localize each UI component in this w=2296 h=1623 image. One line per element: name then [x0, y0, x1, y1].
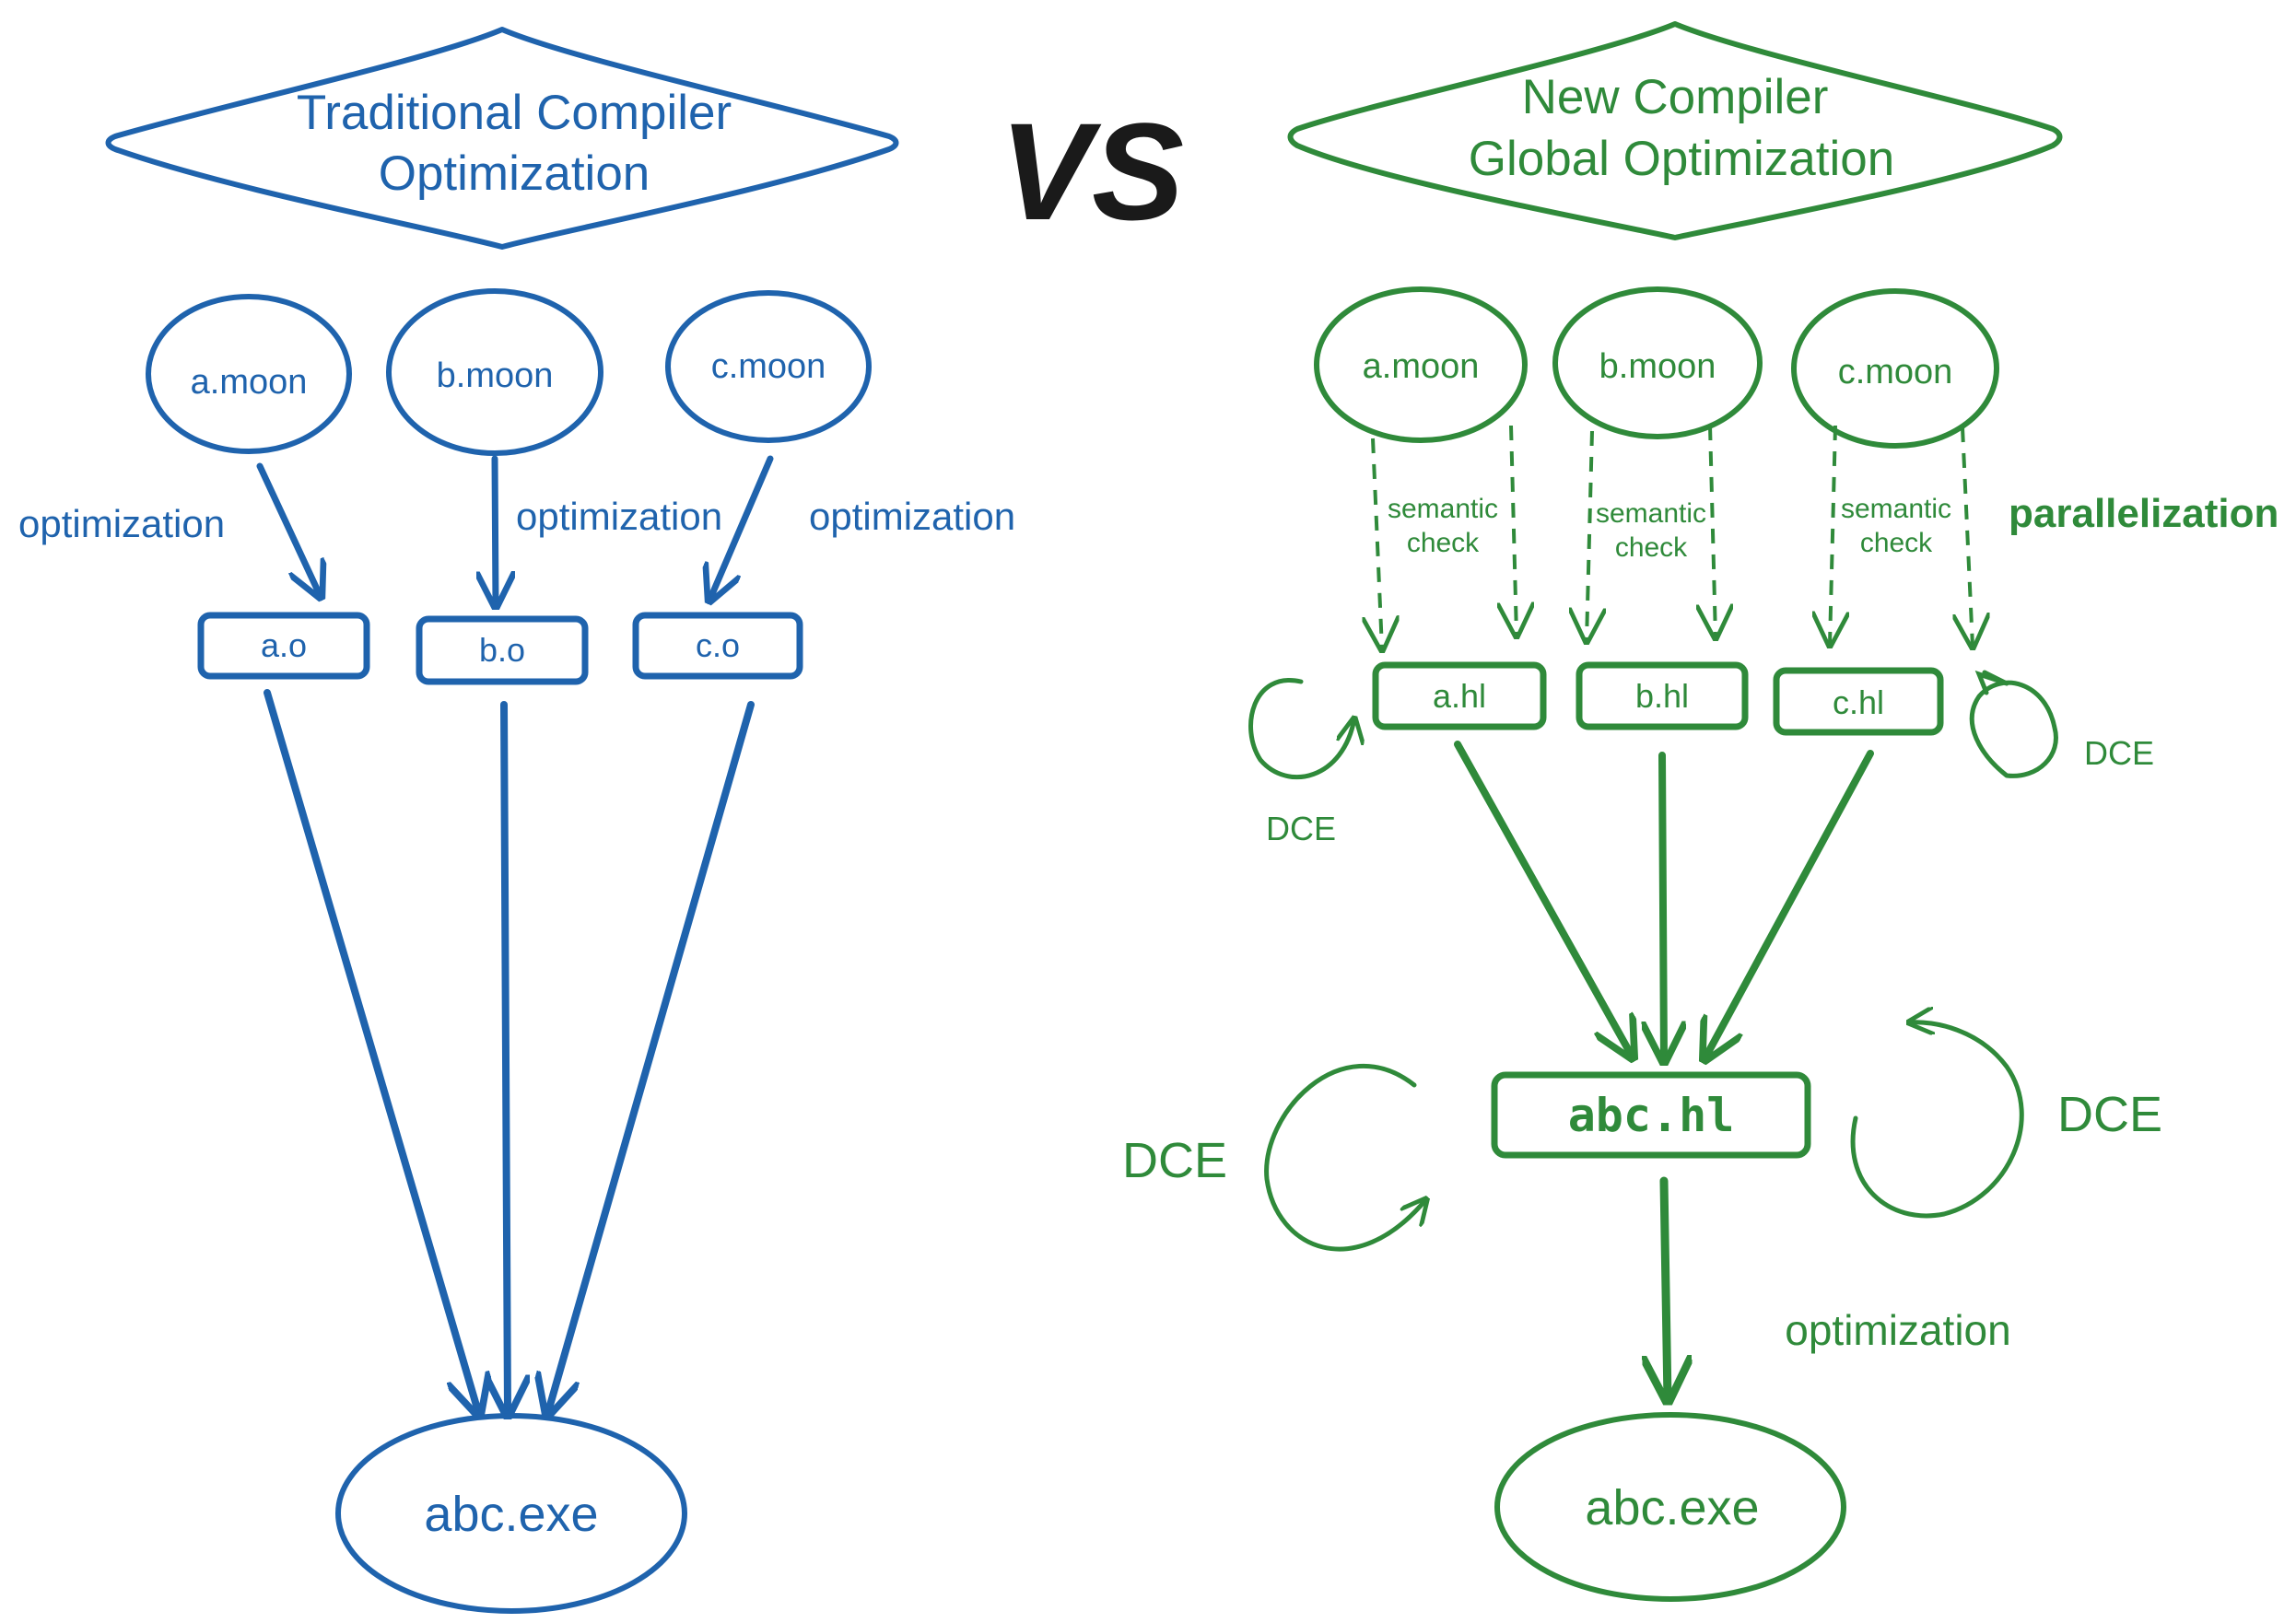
- hl-file-node: c.hl: [1773, 667, 1944, 736]
- traditional-section: Traditional Compiler Optimization a.moon…: [18, 27, 1015, 1614]
- dce-loop-arrow: [1969, 680, 2058, 778]
- hl-file-label: b.hl: [1635, 677, 1689, 715]
- semantic-check-arrow: [1830, 425, 1835, 645]
- traditional-title-line1: Traditional Compiler: [297, 86, 732, 140]
- object-file-label: b.o: [479, 631, 525, 669]
- dce-label: DCE: [1266, 810, 1336, 847]
- new-title-line2: Global Optimization: [1469, 132, 1894, 186]
- semantic-check-arrow: [1710, 425, 1716, 637]
- executable-node: abc.exe: [335, 1413, 687, 1614]
- vs-label: VS: [1000, 94, 1184, 249]
- semantic-check-arrow: [1373, 438, 1382, 649]
- traditional-title-diamond: [105, 27, 899, 250]
- object-file-label: a.o: [261, 626, 307, 664]
- source-label: c.moon: [711, 347, 826, 386]
- merged-hl-node: abc.hl: [1491, 1071, 1811, 1159]
- executable-label: abc.exe: [424, 1487, 598, 1542]
- semantic-check-arrow: [1587, 430, 1592, 641]
- source-label: b.moon: [437, 356, 554, 395]
- merged-hl-label: abc.hl: [1568, 1089, 1735, 1142]
- object-file-node: b.o: [416, 615, 589, 685]
- parallelization-label: parallelization: [2009, 491, 2278, 536]
- hl-file-node: b.hl: [1576, 661, 1749, 730]
- optimization-arrow: [1664, 1176, 1668, 1400]
- object-file-node: a.o: [197, 612, 370, 680]
- object-file-node: c.o: [632, 612, 803, 680]
- semantic-check-label: semantic: [1388, 494, 1498, 524]
- semantic-check-label: check: [1407, 528, 1480, 558]
- link-arrow: [264, 689, 479, 1415]
- optimization-arrow: [709, 455, 774, 601]
- executable-node: abc.exe: [1494, 1412, 1846, 1602]
- executable-label: abc.exe: [1585, 1480, 1759, 1535]
- source-node: c.moon: [665, 290, 872, 443]
- dce-loop-arrow: [1248, 678, 1354, 780]
- semantic-check-label: check: [1860, 528, 1933, 558]
- optimization-label: optimization: [1785, 1306, 2010, 1354]
- merge-arrow: [1704, 750, 1874, 1059]
- dce-label: DCE: [2084, 734, 2154, 772]
- source-node: a.moon: [1314, 286, 1528, 443]
- semantic-check-label: semantic: [1841, 494, 1951, 524]
- dce-loop-arrow: [1850, 1022, 2024, 1219]
- source-node: b.moon: [1552, 286, 1763, 439]
- source-node: b.moon: [386, 288, 603, 456]
- traditional-title-line2: Optimization: [379, 146, 650, 201]
- optimization-label: optimization: [18, 502, 225, 545]
- source-label: a.moon: [1363, 347, 1480, 386]
- dce-label: DCE: [2057, 1087, 2162, 1142]
- link-arrow: [504, 701, 508, 1415]
- semantic-check-label: check: [1615, 532, 1688, 563]
- semantic-check-arrow: [1511, 425, 1517, 636]
- source-label: a.moon: [191, 363, 308, 402]
- source-label: b.moon: [1599, 347, 1716, 386]
- object-file-label: c.o: [696, 626, 740, 664]
- merge-arrow: [1454, 741, 1633, 1057]
- dce-loop-arrowhead: [1974, 670, 2009, 695]
- new-section: New Compiler Global Optimization a.moon …: [1122, 21, 2278, 1602]
- optimization-label: optimization: [809, 495, 1015, 538]
- source-label: c.moon: [1838, 353, 1953, 391]
- optimization-label: optimization: [516, 495, 722, 538]
- source-node: c.moon: [1791, 288, 1999, 449]
- optimization-arrow: [495, 455, 496, 606]
- merge-arrow: [1662, 752, 1664, 1061]
- semantic-check-arrow: [1962, 426, 1973, 647]
- hl-file-label: c.hl: [1833, 683, 1884, 721]
- new-title-diamond: [1287, 21, 2063, 240]
- link-arrow: [547, 701, 755, 1415]
- optimization-arrow: [256, 462, 321, 597]
- dce-loop-arrow: [1264, 1063, 1426, 1252]
- hl-file-node: a.hl: [1372, 661, 1547, 730]
- dce-label: DCE: [1122, 1133, 1227, 1188]
- semantic-check-label: semantic: [1596, 498, 1706, 529]
- hl-file-label: a.hl: [1433, 677, 1486, 715]
- source-node: a.moon: [146, 294, 352, 454]
- new-title-line1: New Compiler: [1522, 70, 1829, 124]
